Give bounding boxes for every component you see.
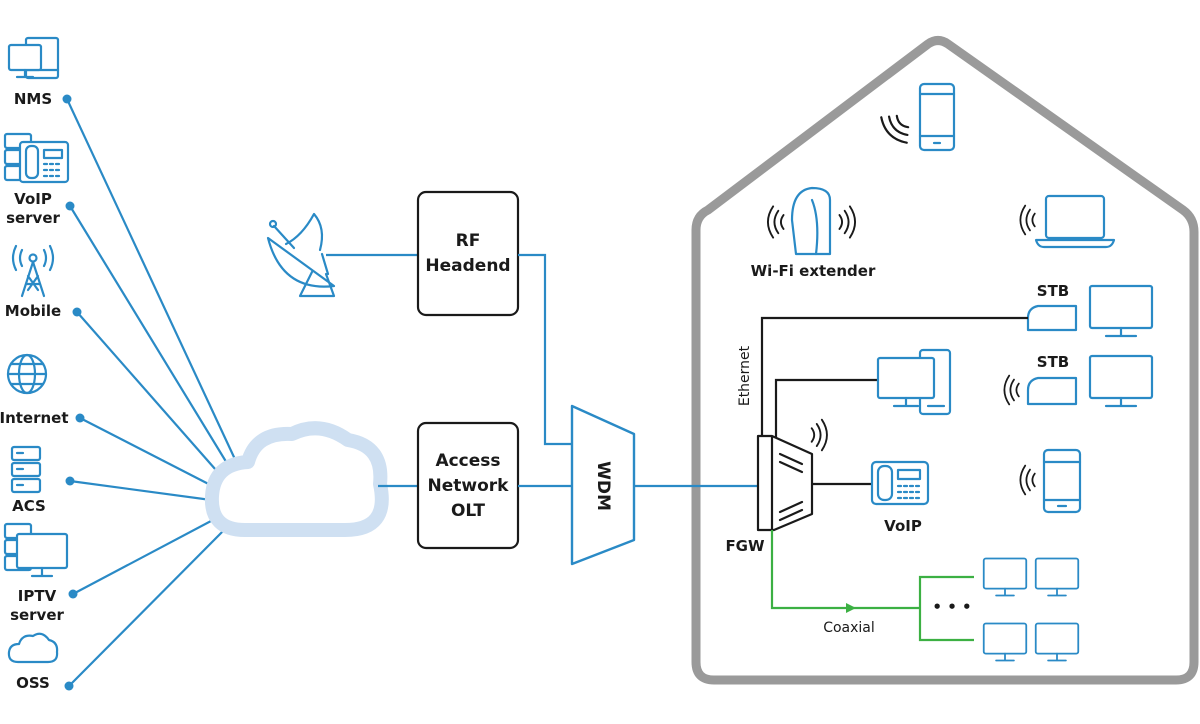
ethernet-label: Ethernet [737, 345, 753, 406]
voip-server-label-line1: VoIP [14, 190, 52, 208]
wdm-label: WDM [593, 461, 613, 511]
fiber-link-dots [62, 94, 85, 691]
monitor-icon-4 [1034, 622, 1080, 662]
rf-headend-label-line2: Headend [425, 256, 510, 276]
nms-label: NMS [14, 90, 52, 108]
voip-phone-icon [870, 460, 930, 506]
house-outline [691, 36, 1199, 685]
stb2-icon [1026, 376, 1078, 406]
monitor-icon-3 [982, 622, 1028, 662]
wifi-extender-signal-left-icon [766, 205, 785, 239]
wifi-signal-icon [875, 107, 917, 149]
coaxial-branches [918, 575, 974, 642]
iptv-server-label-line2: server [10, 606, 64, 624]
voip-server-label-line2: server [6, 209, 60, 227]
oss-label: OSS [16, 674, 50, 692]
monitor-icon-1 [982, 557, 1028, 597]
globe-icon [6, 353, 48, 395]
wifi-extender-label: Wi-Fi extender [751, 262, 876, 280]
access-network-label-line3: OLT [451, 501, 485, 521]
tv2-icon [1088, 354, 1154, 408]
desktop-pc-icon [876, 348, 952, 416]
ethernet-link-stb [760, 316, 1028, 436]
stb1-icon [1026, 304, 1078, 332]
iptv-server-label-line1: IPTV [18, 587, 57, 605]
coaxial-arrow-icon [846, 603, 856, 613]
voip-server-icon [3, 132, 70, 184]
rf-headend-box [416, 190, 520, 317]
smartphone-top-icon [918, 82, 956, 152]
tv1-icon [1088, 284, 1154, 338]
ellipsis-label: • • • [932, 598, 971, 616]
laptop-wifi-icon [1019, 204, 1036, 236]
server-rack-icon [10, 445, 42, 494]
laptop-icon [1034, 194, 1116, 249]
nms-icon [7, 36, 60, 80]
stb2-label: STB [1037, 353, 1069, 371]
stb2-wifi-icon [1003, 374, 1020, 406]
wifi-extender-icon [790, 186, 832, 256]
ethernet-link-pc [774, 378, 878, 440]
wdm-shape [570, 404, 636, 566]
mobile-label: Mobile [5, 302, 61, 320]
fgw-label: FGW [725, 537, 765, 555]
internet-label: Internet [0, 409, 69, 427]
network-cloud-icon [204, 421, 389, 537]
satellite-dish-icon [266, 212, 336, 298]
iptv-server-icon [3, 522, 69, 578]
antenna-icon [11, 244, 55, 298]
acs-label: ACS [12, 497, 46, 515]
fgw-icon [756, 434, 814, 532]
tablet-icon [1042, 448, 1082, 514]
access-network-label-line1: Access [435, 451, 500, 471]
coaxial-link [770, 530, 920, 610]
monitor-icon-2 [1034, 557, 1080, 597]
stb1-label: STB [1037, 282, 1069, 300]
oss-cloud-icon [7, 632, 59, 664]
fgw-wifi-icon [810, 418, 828, 452]
rf-headend-label-line1: RF [456, 231, 481, 251]
fiber-links [66, 98, 241, 687]
tablet-wifi-icon [1019, 464, 1036, 496]
access-network-label-line2: Network [428, 476, 510, 496]
wifi-extender-signal-right-icon [838, 205, 857, 239]
rf-to-wdm-link [518, 253, 572, 446]
coaxial-label: Coaxial [823, 620, 875, 636]
voip-label: VoIP [884, 517, 922, 535]
